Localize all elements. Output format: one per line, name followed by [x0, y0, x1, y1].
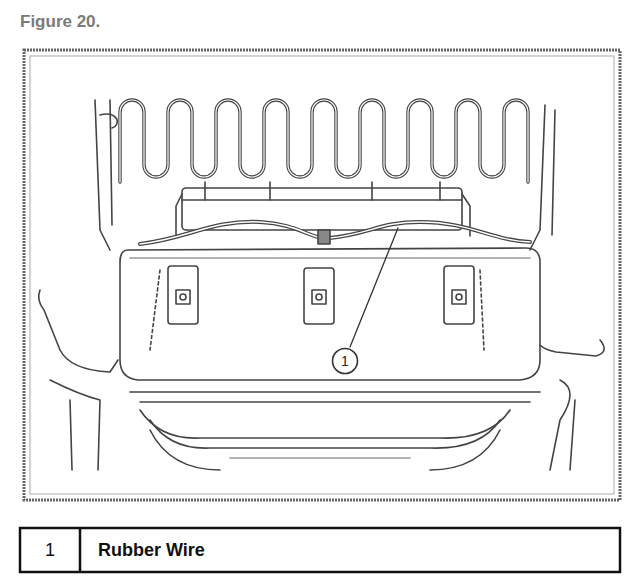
seat-pan	[130, 257, 530, 259]
rubber-wire-highlight	[140, 222, 530, 244]
seat-frame	[530, 105, 545, 250]
bracket	[304, 268, 334, 324]
bracket	[176, 290, 190, 304]
callout-number: 1	[331, 347, 359, 375]
legend-table-divider	[79, 528, 82, 572]
figure-frame	[24, 50, 620, 500]
figure-title: Figure 20.	[20, 12, 100, 32]
cross-member	[182, 199, 462, 201]
callout-circle: 1	[331, 347, 359, 375]
seat-rail	[140, 410, 510, 438]
bracket	[180, 294, 186, 300]
leader-line	[350, 228, 398, 347]
seat-rail	[150, 420, 500, 448]
bracket	[312, 290, 326, 304]
seat-frame	[110, 100, 112, 225]
seat-drawing	[39, 100, 605, 470]
legend-table	[20, 528, 620, 572]
rubber-wire	[140, 222, 530, 244]
zigzag-spring-highlight	[120, 100, 528, 182]
seat-frame	[552, 110, 555, 235]
bracket	[444, 266, 474, 324]
bracket	[456, 294, 462, 300]
seat-rail	[230, 457, 410, 459]
zigzag-spring	[120, 100, 528, 182]
spring-hook	[205, 182, 440, 200]
side-bolster	[550, 380, 575, 470]
bracket	[316, 294, 322, 300]
seat-pan	[120, 248, 540, 380]
side-bolster	[50, 380, 100, 470]
figure-frame-inner	[30, 56, 614, 494]
seat-rail	[150, 430, 500, 470]
seat-frame	[100, 114, 117, 128]
wire-clip	[318, 230, 330, 244]
bracket	[168, 266, 198, 324]
seat-frame	[95, 100, 110, 250]
cross-member	[176, 194, 182, 236]
side-bolster	[39, 290, 118, 372]
side-bolster	[540, 340, 604, 356]
wire-tie	[150, 270, 484, 350]
table-cell-part-name: Rubber Wire	[98, 540, 205, 561]
bracket	[452, 290, 466, 304]
table-cell-number: 1	[45, 540, 55, 561]
seat-rail	[130, 392, 540, 402]
